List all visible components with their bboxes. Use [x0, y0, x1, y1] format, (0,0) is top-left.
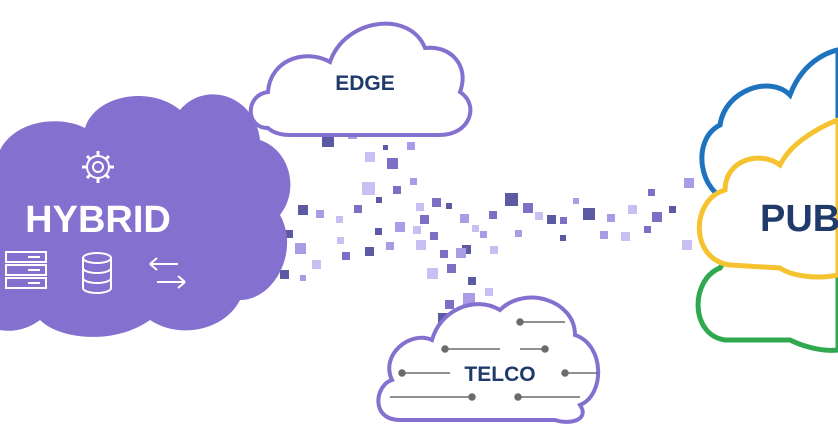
data-particle — [523, 203, 533, 213]
data-particle — [573, 198, 579, 204]
data-particle — [316, 210, 324, 218]
data-particle — [393, 186, 401, 194]
data-particle — [463, 293, 475, 305]
data-particle — [376, 197, 382, 203]
data-particle — [456, 248, 466, 258]
edge-cloud-shape — [248, 21, 473, 137]
telco-cloud: TELCO — [376, 295, 601, 424]
data-particle — [440, 250, 448, 258]
data-particle — [446, 203, 452, 209]
data-particle — [652, 212, 662, 222]
data-particle — [298, 205, 308, 215]
edge-cloud: EDGE — [248, 21, 473, 137]
data-particle — [600, 231, 608, 239]
data-particle — [447, 264, 456, 273]
data-particle — [460, 214, 469, 223]
data-particle — [280, 270, 289, 279]
data-particle — [407, 142, 415, 150]
data-particle — [386, 242, 394, 250]
public-label: PUB — [760, 198, 838, 240]
hybrid-label: HYBRID — [25, 199, 171, 241]
hybrid-cloud: HYBRID — [0, 94, 291, 337]
data-particle — [628, 205, 637, 214]
public-cloud: PUB — [695, 47, 838, 353]
data-particle — [312, 260, 321, 269]
data-particle — [583, 208, 595, 220]
data-particle — [375, 228, 382, 235]
data-particle — [462, 245, 471, 254]
data-particle — [480, 231, 487, 238]
data-particle — [365, 152, 375, 162]
data-particle — [485, 288, 493, 296]
data-particle — [395, 222, 405, 232]
data-particle — [354, 205, 362, 213]
data-particle — [621, 232, 630, 241]
data-particle — [560, 217, 567, 224]
data-particle — [684, 178, 694, 188]
circuit-traces — [390, 318, 598, 401]
data-particle — [468, 277, 476, 285]
data-particle — [420, 215, 429, 224]
data-particle — [560, 235, 566, 241]
data-particle — [413, 226, 421, 234]
data-particle — [416, 240, 426, 250]
data-particle — [489, 211, 497, 219]
transfer-arrows-icon — [149, 257, 186, 289]
data-particle — [362, 182, 375, 195]
hybrid-cloud-shape — [0, 94, 291, 337]
data-particle — [432, 198, 441, 207]
data-particle — [490, 246, 498, 254]
data-particle — [669, 206, 676, 213]
data-particle — [410, 178, 417, 185]
data-particles — [280, 130, 694, 323]
data-particle — [342, 252, 350, 260]
data-particle — [648, 189, 655, 196]
database-icon — [82, 252, 112, 294]
data-particle — [387, 158, 398, 169]
data-particle — [472, 225, 479, 232]
data-particle — [644, 226, 651, 233]
public-cloud-yellow-ring — [696, 117, 838, 280]
data-particle — [427, 268, 438, 279]
data-particle — [430, 232, 438, 240]
data-particle — [295, 243, 306, 254]
data-particle — [300, 275, 306, 281]
data-particle — [515, 230, 522, 237]
data-particle — [365, 247, 374, 256]
data-particle — [547, 215, 556, 224]
data-particle — [445, 300, 454, 309]
gear-icon — [82, 151, 114, 183]
telco-cloud-shape — [376, 295, 601, 424]
server-rack-icon — [5, 251, 47, 289]
data-particle — [336, 216, 343, 223]
data-particle — [322, 135, 334, 147]
telco-label: TELCO — [464, 363, 535, 386]
data-particle — [337, 237, 344, 244]
data-particle — [607, 214, 615, 222]
edge-label: EDGE — [335, 72, 395, 95]
data-particle — [682, 240, 692, 250]
data-particle — [285, 230, 293, 238]
data-particle — [416, 203, 424, 211]
data-particle — [383, 145, 388, 150]
data-particle — [535, 212, 543, 220]
data-particle — [505, 193, 518, 206]
